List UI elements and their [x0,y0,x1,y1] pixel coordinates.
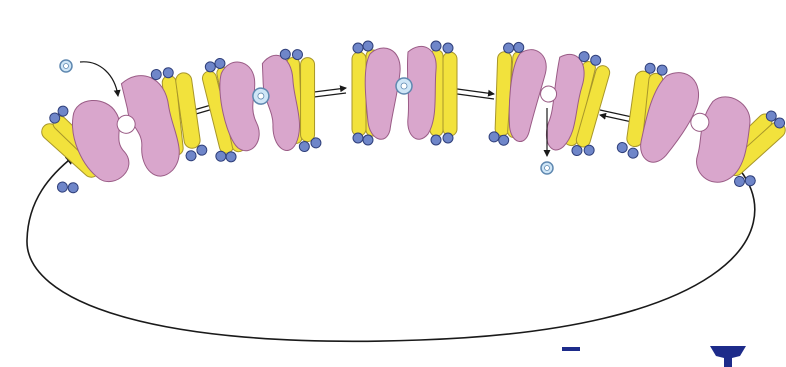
transporter-state-3 [352,41,457,145]
transporter-state-4 [485,40,613,159]
cycle-arrow-icon [27,156,755,341]
transporter-state-2 [199,45,327,164]
substrate-icon [541,162,553,174]
transporter-state-1 [31,59,218,208]
transporter-state-5 [610,58,786,202]
binding-arrow [80,62,118,96]
corner-mark-shape [710,346,746,367]
corner-mark-dash [562,347,580,351]
substrate-icon [60,60,72,72]
substrate-icon [396,78,412,94]
